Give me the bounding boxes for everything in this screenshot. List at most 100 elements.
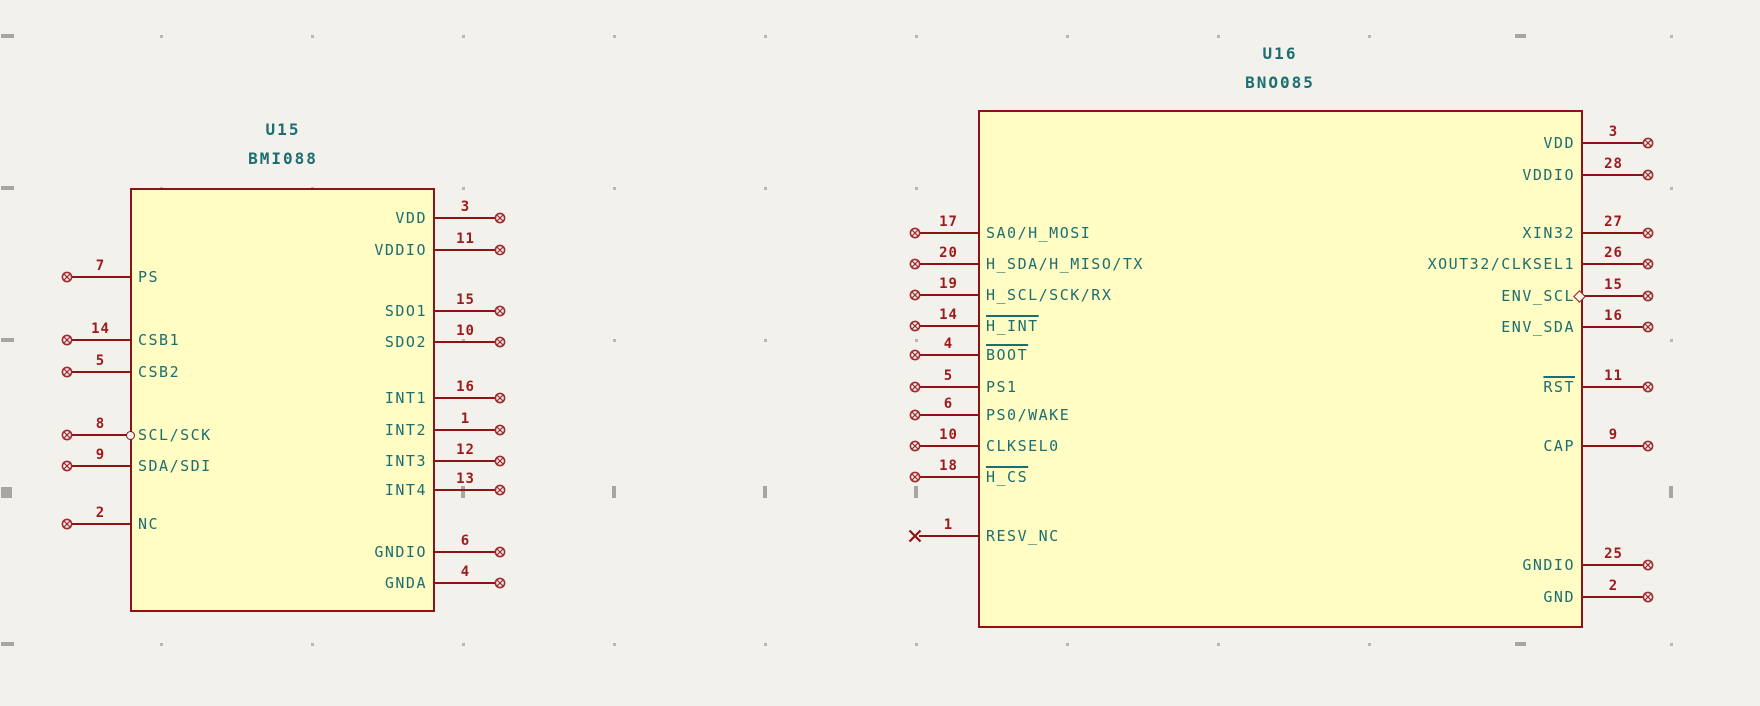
- pin-line[interactable]: [71, 276, 130, 278]
- pin-line[interactable]: [1583, 326, 1644, 328]
- pin-line[interactable]: [435, 489, 496, 491]
- grid-dot: [311, 643, 314, 646]
- pin-line[interactable]: [71, 465, 130, 467]
- pin-line[interactable]: [435, 429, 496, 431]
- grid-dot: [764, 187, 767, 190]
- pin-end-icon: [494, 336, 506, 348]
- pin-line[interactable]: [71, 434, 130, 436]
- pin-line[interactable]: [919, 294, 978, 296]
- pin-end-icon: [909, 258, 921, 270]
- pin-line[interactable]: [919, 325, 978, 327]
- pin-name: GND: [1543, 588, 1575, 606]
- reference-label[interactable]: U15: [265, 120, 301, 139]
- pin-name: GNDIO: [1522, 556, 1575, 574]
- value-label[interactable]: BMI088: [248, 149, 318, 168]
- pin-end-icon: [1642, 591, 1654, 603]
- value-label[interactable]: BNO085: [1245, 73, 1315, 92]
- pin-line[interactable]: [1583, 174, 1644, 176]
- grid-tick: [763, 486, 767, 498]
- pin-number: 6: [460, 533, 471, 549]
- pin-end-icon: [494, 244, 506, 256]
- pin-line[interactable]: [919, 386, 978, 388]
- pin-number: 1: [460, 411, 471, 427]
- pin-line[interactable]: [435, 249, 496, 251]
- pin-line[interactable]: [1583, 564, 1644, 566]
- pin-line[interactable]: [435, 460, 496, 462]
- symbol-body-U16[interactable]: [978, 110, 1583, 628]
- pin-line[interactable]: [1583, 386, 1644, 388]
- pin-number: 3: [1608, 124, 1619, 140]
- pin-name: GNDA: [384, 574, 427, 592]
- pin-line[interactable]: [919, 232, 978, 234]
- pin-end-icon: [494, 546, 506, 558]
- pin-line[interactable]: [435, 551, 496, 553]
- pin-line[interactable]: [435, 582, 496, 584]
- reference-label[interactable]: U16: [1262, 44, 1298, 63]
- pin-name: PS: [138, 268, 160, 286]
- pin-name: XIN32: [1522, 224, 1575, 242]
- pin-end-icon: [909, 349, 921, 361]
- pin-line[interactable]: [1583, 445, 1644, 447]
- no-connect-icon: [908, 529, 922, 543]
- pin-name: CLKSEL0: [986, 437, 1060, 455]
- pin-line[interactable]: [435, 217, 496, 219]
- pin-line[interactable]: [919, 354, 978, 356]
- pin-line[interactable]: [919, 535, 978, 537]
- pin-line[interactable]: [919, 414, 978, 416]
- pin-line[interactable]: [71, 339, 130, 341]
- pin-end-icon: [494, 424, 506, 436]
- pin-name: SDA/SDI: [138, 457, 212, 475]
- pin-name: H_INT: [986, 317, 1039, 335]
- pin-end-icon: [1642, 559, 1654, 571]
- symbol-body-U15[interactable]: [130, 188, 435, 612]
- pin-line[interactable]: [1583, 142, 1644, 144]
- pin-end-icon: [61, 518, 73, 530]
- pin-number: 16: [456, 379, 475, 395]
- pin-line[interactable]: [1583, 232, 1644, 234]
- pin-name: RST: [1543, 378, 1575, 396]
- pin-line[interactable]: [1583, 295, 1644, 297]
- grid-dot: [1368, 643, 1371, 646]
- inverted-bubble-icon: [126, 430, 135, 440]
- pin-name: H_CS: [986, 468, 1029, 486]
- pin-line[interactable]: [435, 341, 496, 343]
- pin-line[interactable]: [919, 263, 978, 265]
- pin-name: XOUT32/CLKSEL1: [1427, 255, 1575, 273]
- pin-number: 17: [939, 214, 958, 230]
- pin-line[interactable]: [71, 371, 130, 373]
- pin-end-icon: [1642, 227, 1654, 239]
- pin-end-icon: [494, 577, 506, 589]
- pin-end-icon: [1642, 440, 1654, 452]
- pin-end-icon: [61, 429, 73, 441]
- pin-number: 26: [1604, 245, 1623, 261]
- pin-number: 25: [1604, 546, 1623, 562]
- pin-number: 2: [1608, 578, 1619, 594]
- pin-number: 27: [1604, 214, 1623, 230]
- pin-line[interactable]: [919, 445, 978, 447]
- grid-tick: [914, 486, 918, 498]
- pin-name: H_SCL/SCK/RX: [986, 286, 1113, 304]
- pin-end-icon: [494, 392, 506, 404]
- pin-number: 19: [939, 276, 958, 292]
- pin-end-icon: [1642, 321, 1654, 333]
- pin-line[interactable]: [71, 523, 130, 525]
- grid-dot: [160, 643, 163, 646]
- grid-dot: [1368, 35, 1371, 38]
- pin-end-icon: [61, 366, 73, 378]
- pin-line[interactable]: [1583, 263, 1644, 265]
- pin-line[interactable]: [1583, 596, 1644, 598]
- pin-name: ENV_SCL: [1501, 287, 1575, 305]
- pin-end-icon: [909, 289, 921, 301]
- grid-dot: [613, 35, 616, 38]
- pin-line[interactable]: [919, 476, 978, 478]
- pin-number: 3: [460, 199, 471, 215]
- pin-number: 9: [95, 447, 106, 463]
- grid-dot: [915, 339, 918, 342]
- pin-name: PS0/WAKE: [986, 406, 1071, 424]
- pin-end-icon: [909, 227, 921, 239]
- grid-dot: [311, 35, 314, 38]
- pin-line[interactable]: [435, 397, 496, 399]
- grid-dot: [462, 35, 465, 38]
- pin-line[interactable]: [435, 310, 496, 312]
